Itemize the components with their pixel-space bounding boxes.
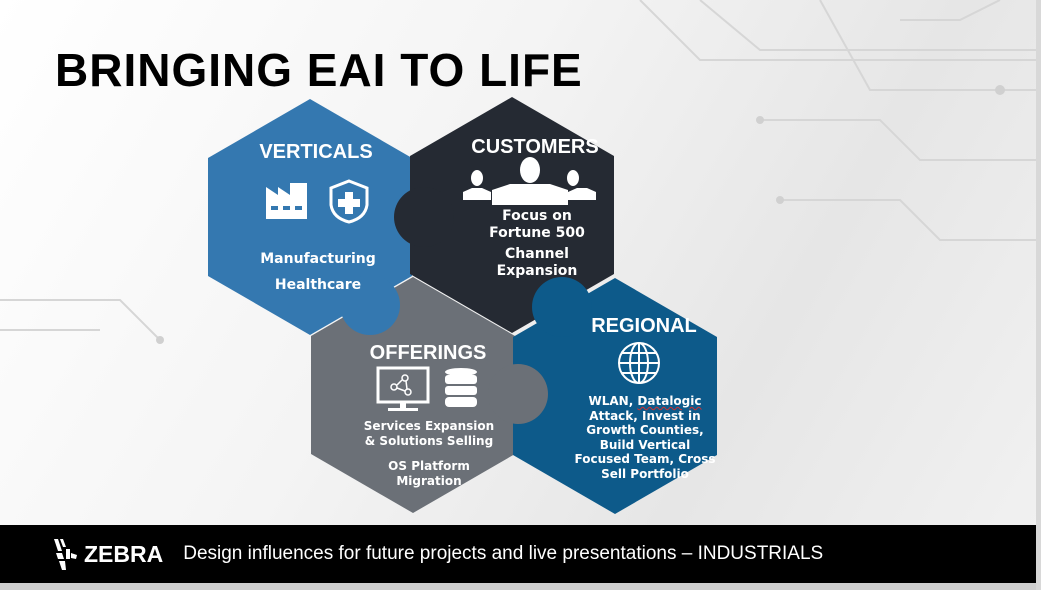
- verticals-heading: VERTICALS: [259, 141, 373, 163]
- offerings-heading: OFFERINGS: [369, 342, 487, 364]
- brand-name: ZEBRA: [84, 540, 164, 567]
- regional-text-part: Attack, Invest in Growth Counties, Build…: [574, 408, 716, 481]
- regional-puzzle-tab: [532, 277, 592, 337]
- verticals-puzzle-tab: [340, 275, 400, 335]
- footer-bar: ZEBRA Design influences for future proje…: [0, 525, 1036, 583]
- offerings-hexagon: [311, 277, 515, 513]
- zebra-logo: ZEBRA: [52, 537, 163, 571]
- factory-icon: [266, 183, 307, 219]
- customers-heading: CUSTOMERS: [471, 136, 599, 158]
- footer-tagline: Design influences for future projects an…: [183, 543, 824, 564]
- people-group-icon: [463, 157, 596, 205]
- database-icon: [445, 368, 477, 407]
- customers-hexagon: [410, 97, 614, 333]
- monitor-share-icon: [376, 366, 430, 411]
- customers-item: Channel Expansion: [496, 246, 578, 279]
- offerings-puzzle-tab: [488, 364, 548, 424]
- offerings-item: Services Expansion & Solutions Selling: [363, 419, 495, 448]
- circuit-background: [0, 0, 1041, 344]
- right-strip: [1036, 0, 1041, 590]
- verticals-hexagon: [208, 99, 412, 335]
- slide-title: BRINGING EAI TO LIFE: [55, 44, 583, 96]
- customers-puzzle-tab: [394, 187, 454, 247]
- customers-item: Focus on Fortune 500: [489, 208, 585, 241]
- verticals-item: Manufacturing: [260, 251, 376, 267]
- globe-icon: [618, 342, 660, 384]
- regional-text-part: WLAN,: [588, 394, 638, 408]
- regional-text-flagged-word: Datalogic: [637, 394, 702, 408]
- regional-text: WLAN, Datalogic Attack, Invest in Growth…: [575, 394, 716, 481]
- verticals-item: Healthcare: [274, 277, 362, 293]
- regional-heading: REGIONAL: [591, 315, 697, 337]
- offerings-item: OS Platform Migration: [388, 459, 470, 488]
- hexagon-puzzle-diagram: [208, 97, 717, 514]
- shield-plus-icon: [329, 179, 369, 224]
- bottom-strip: [0, 583, 1041, 590]
- regional-hexagon: [513, 278, 717, 514]
- zebra-head-icon: [54, 539, 77, 570]
